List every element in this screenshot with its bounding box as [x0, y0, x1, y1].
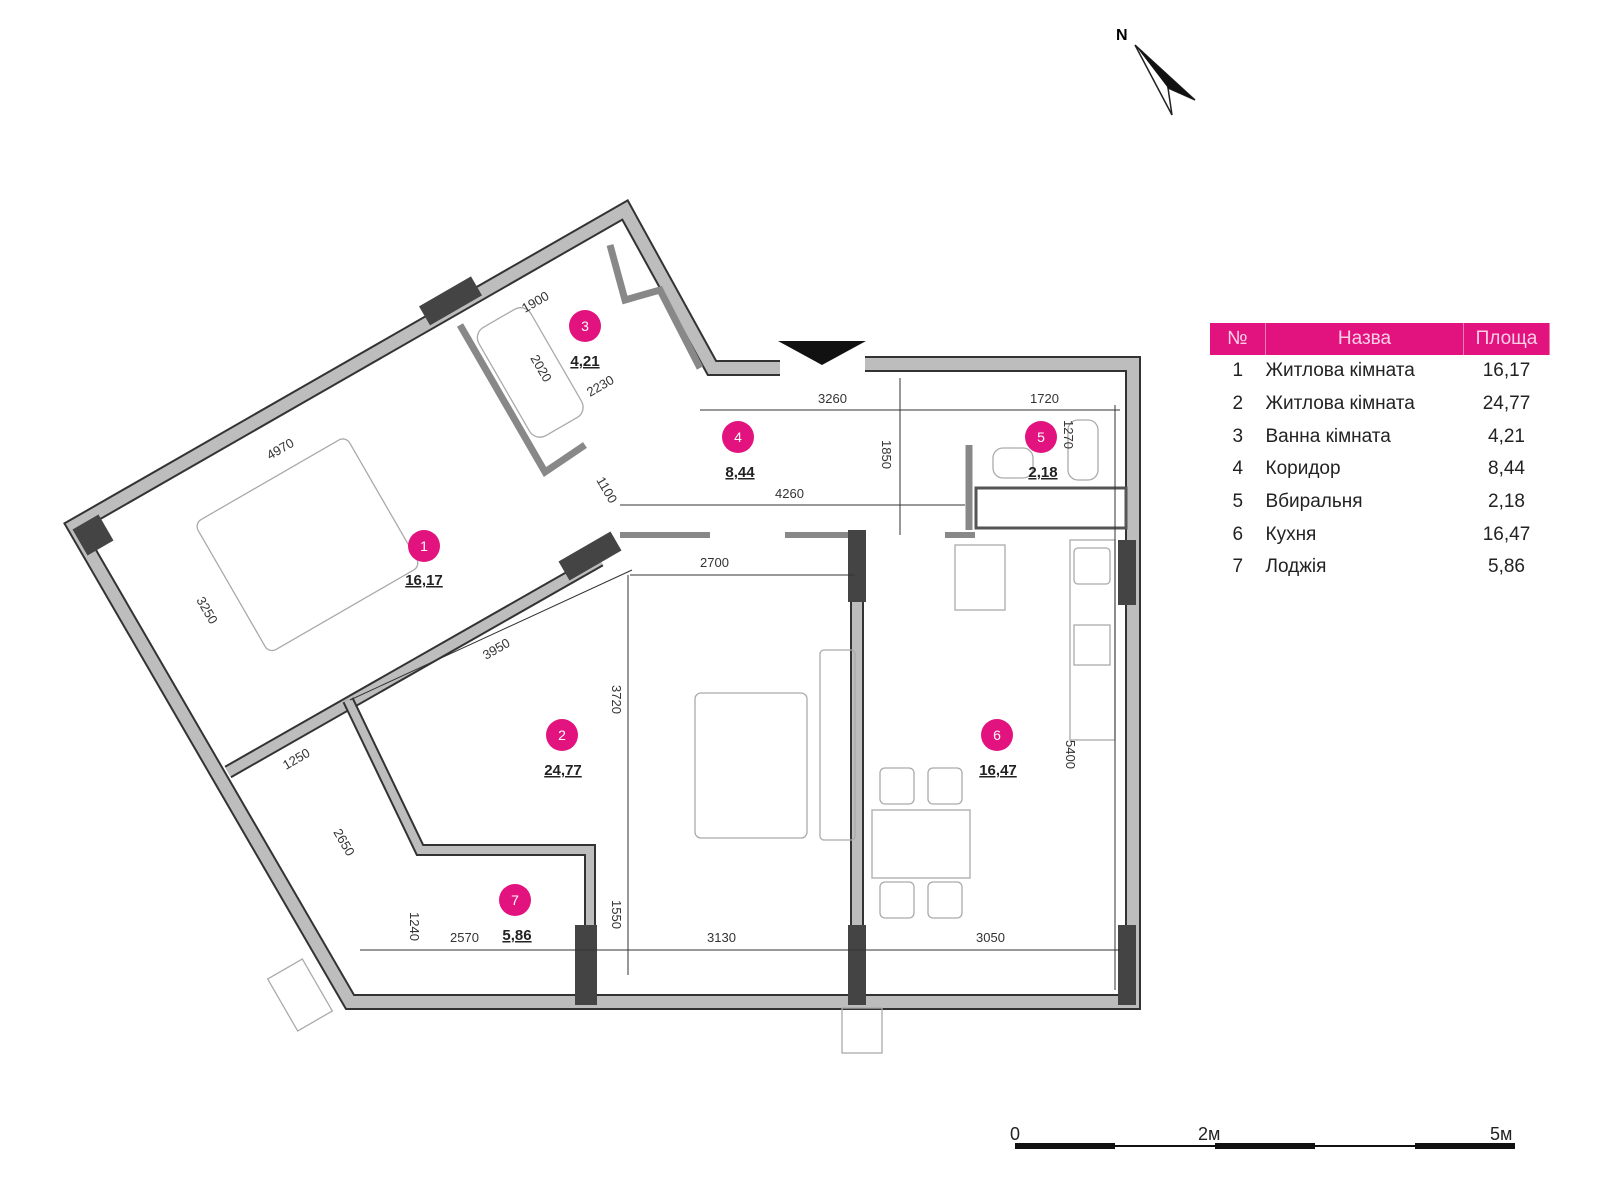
- dim-label: 2230: [584, 372, 617, 399]
- north-arrow-icon: [1134, 44, 1196, 116]
- dim-label: 3250: [193, 594, 220, 627]
- toilet-icon: [1067, 419, 1099, 481]
- svg-text:8,44: 8,44: [725, 464, 755, 481]
- legend-number: 7: [1232, 556, 1244, 578]
- dimension-lines: [349, 378, 1120, 990]
- legend-number: 6: [1232, 523, 1244, 545]
- compass-label: N: [1116, 27, 1128, 44]
- dim-label: 2700: [700, 555, 729, 570]
- legend-area: 2,18: [1488, 491, 1525, 513]
- legend-area: 16,47: [1482, 523, 1531, 545]
- legend-number: 5: [1232, 491, 1244, 513]
- dim-label: 3050: [976, 930, 1005, 945]
- legend-name: Лоджія: [1265, 556, 1327, 578]
- svg-text:7: 7: [511, 892, 519, 908]
- room-marker-7: 75,86: [499, 884, 532, 944]
- dim-label: 3720: [609, 685, 624, 714]
- dim-label: 1720: [1030, 391, 1059, 406]
- legend-area: 5,86: [1488, 556, 1525, 578]
- room-marker-1: 116,17: [405, 530, 443, 589]
- legend-header-name: Назва: [1265, 323, 1464, 355]
- legend-name: Житлова кімната: [1265, 360, 1415, 382]
- legend-name: Вбиральня: [1265, 491, 1363, 513]
- legend-number: 3: [1232, 425, 1244, 447]
- legend-row: 3 Ванна кімната 4,21: [1210, 420, 1550, 453]
- bathtub-icon: [476, 307, 584, 438]
- dim-label: 1850: [879, 440, 894, 469]
- svg-text:2: 2: [558, 727, 566, 743]
- scale-bar: [1015, 1143, 1515, 1149]
- dim-label: 1100: [593, 474, 620, 506]
- dim-label: 2020: [527, 352, 554, 385]
- legend-name: Ванна кімната: [1265, 425, 1391, 447]
- scale-label-2m: 2м: [1198, 1124, 1221, 1144]
- dim-label: 4260: [775, 486, 804, 501]
- legend-name: Коридор: [1265, 458, 1341, 480]
- room-marker-4: 48,44: [722, 421, 755, 481]
- svg-text:5: 5: [1037, 429, 1045, 445]
- room-marker-5: 52,18: [1025, 421, 1058, 481]
- dim-label: 3130: [707, 930, 736, 945]
- sink-icon: [1073, 547, 1111, 585]
- legend-area: 8,44: [1488, 458, 1525, 480]
- legend-header: № Назва Площа: [1210, 323, 1550, 355]
- legend-row: 2 Житлова кімната 24,77: [1210, 388, 1550, 421]
- svg-text:4: 4: [734, 429, 742, 445]
- room-marker-2: 224,77: [544, 719, 582, 779]
- svg-text:5,86: 5,86: [502, 927, 531, 944]
- legend-row: 5 Вбиральня 2,18: [1210, 486, 1550, 519]
- legend-name: Житлова кімната: [1265, 393, 1415, 415]
- dim-label: 3950: [480, 635, 513, 662]
- legend-name: Кухня: [1265, 523, 1317, 545]
- svg-text:16,47: 16,47: [979, 762, 1017, 779]
- dim-label: 1240: [407, 912, 422, 941]
- dim-label: 1270: [1061, 420, 1076, 449]
- room-marker-3: 34,21: [569, 310, 601, 370]
- svg-text:4,21: 4,21: [570, 353, 599, 370]
- bed-icon: [694, 692, 808, 839]
- dim-label: 3260: [818, 391, 847, 406]
- dim-label: 1550: [609, 900, 624, 929]
- washbasin-icon: [992, 447, 1034, 479]
- dim-label: 2650: [330, 826, 357, 859]
- svg-text:3: 3: [581, 318, 589, 334]
- legend-number: 2: [1232, 393, 1244, 415]
- legend-area: 16,17: [1482, 360, 1531, 382]
- dim-label: 1900: [519, 288, 552, 315]
- legend-row: 7 Лоджія 5,86: [1210, 551, 1550, 584]
- dim-label: 1250: [280, 745, 313, 772]
- entrance-arrow-icon: [778, 341, 866, 365]
- dim-label: 5400: [1063, 740, 1078, 769]
- kitchen-counter-icon: [1069, 539, 1116, 741]
- legend-row: 1 Житлова кімната 16,17: [1210, 355, 1550, 388]
- room-marker-6: 616,47: [979, 719, 1017, 779]
- dim-label: 4970: [264, 435, 297, 462]
- legend-number: 1: [1232, 360, 1244, 382]
- svg-text:16,17: 16,17: [405, 572, 443, 589]
- stove-icon: [1073, 624, 1111, 666]
- legend-area: 4,21: [1488, 425, 1525, 447]
- legend-row: 4 Коридор 8,44: [1210, 453, 1550, 486]
- legend-header-number: №: [1210, 323, 1266, 355]
- legend-row: 6 Кухня 16,47: [1210, 518, 1550, 551]
- svg-text:24,77: 24,77: [544, 762, 582, 779]
- scale-label-5m: 5м: [1490, 1124, 1513, 1144]
- svg-text:2,18: 2,18: [1028, 464, 1057, 481]
- outer-walls: [63, 199, 1141, 1010]
- legend-header-area: Площа: [1463, 323, 1550, 355]
- legend-number: 4: [1232, 458, 1244, 480]
- bed-icon: [196, 438, 419, 652]
- svg-text:1: 1: [420, 538, 428, 554]
- scale-label-0: 0: [1010, 1124, 1021, 1144]
- svg-text:6: 6: [993, 727, 1001, 743]
- legend-area: 24,77: [1482, 393, 1531, 415]
- dim-label: 2570: [450, 930, 479, 945]
